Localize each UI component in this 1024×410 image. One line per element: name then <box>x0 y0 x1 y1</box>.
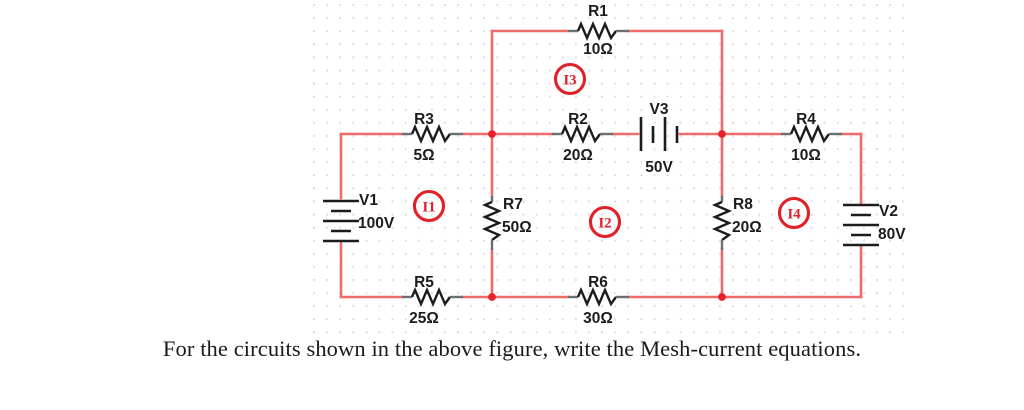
label-R1-name: R1 <box>588 3 608 20</box>
circuit-schematic: I3 I1 I2 I4 R1 10Ω R3 5Ω R2 <box>323 3 906 327</box>
resistor-R1-symbol <box>568 20 629 42</box>
label-R2-value: 20Ω <box>563 147 593 164</box>
resistor-R2-symbol <box>552 123 613 145</box>
label-R6-value: 30Ω <box>583 310 613 327</box>
mesh-current-I1: I1 <box>412 189 446 223</box>
figure-caption: For the circuits shown in the above figu… <box>162 336 862 361</box>
label-R1-value: 10Ω <box>583 41 613 58</box>
label-V2-name: V2 <box>879 203 898 220</box>
mesh-current-I2-label: I2 <box>598 216 611 232</box>
resistor-R4-symbol <box>781 123 842 145</box>
label-R8-value: 20Ω <box>732 219 762 236</box>
mesh-current-I3: I3 <box>553 62 587 96</box>
label-V1-name: V1 <box>359 192 378 209</box>
label-R6-name: R6 <box>588 274 608 291</box>
mesh-current-I2-ring <box>588 205 622 239</box>
mesh-current-I2: I2 <box>588 205 622 239</box>
node-mid-right <box>718 130 726 138</box>
node-bottom-left <box>488 293 496 301</box>
grid-background <box>313 0 911 336</box>
resistor-R4-zigzag <box>789 123 830 145</box>
resistor-R3-zigzag <box>410 123 451 145</box>
source-V2-symbol <box>843 203 879 247</box>
mesh-current-I3-label: I3 <box>563 73 576 89</box>
mesh-current-I1-label: I1 <box>422 200 435 216</box>
component-labels: R1 10Ω R3 5Ω R2 20Ω V3 50V R4 10Ω V1 100… <box>358 3 906 327</box>
label-R8-name: R8 <box>733 196 753 213</box>
mesh-current-I1-ring <box>412 189 446 223</box>
resistor-R2-zigzag <box>560 123 601 145</box>
junction-nodes <box>488 130 726 301</box>
source-group <box>323 117 879 247</box>
resistor-R6-zigzag <box>576 286 617 308</box>
label-R2-name: R2 <box>568 111 588 128</box>
label-V1-value: 100V <box>358 215 395 232</box>
resistor-R3-symbol <box>402 123 463 145</box>
label-V3-value: 50V <box>645 159 673 176</box>
label-V2-value: 80V <box>878 226 906 243</box>
mesh-current-I4-ring <box>777 196 811 230</box>
label-R3-name: R3 <box>414 111 434 128</box>
resistor-R5-symbol <box>402 286 463 308</box>
node-mid-left <box>488 130 496 138</box>
label-R4-value: 10Ω <box>791 147 821 164</box>
source-V1-symbol <box>323 199 359 243</box>
label-R7-value: 50Ω <box>502 219 532 236</box>
resistor-R8-symbol <box>711 196 733 250</box>
label-R4-name: R4 <box>796 111 816 128</box>
resistor-R6-symbol <box>568 286 629 308</box>
label-R5-name: R5 <box>414 274 434 291</box>
label-R3-value: 5Ω <box>413 147 434 164</box>
resistor-R5-zigzag <box>410 286 451 308</box>
mesh-current-I4-label: I4 <box>787 207 801 223</box>
label-V3-name: V3 <box>650 101 669 118</box>
mesh-current-group: I3 I1 I2 I4 <box>412 62 811 239</box>
label-R7-name: R7 <box>503 196 523 213</box>
mesh-current-I3-ring <box>553 62 587 96</box>
resistor-R7-zigzag <box>481 200 503 241</box>
resistor-group <box>402 20 842 308</box>
resistor-R8-zigzag <box>711 200 733 241</box>
node-bottom-right <box>718 293 726 301</box>
resistor-R7-symbol <box>481 196 503 250</box>
resistor-R1-zigzag <box>576 20 617 42</box>
label-R5-value: 25Ω <box>409 310 439 327</box>
wire-network <box>339 29 863 299</box>
mesh-current-I4: I4 <box>777 196 811 230</box>
source-V3-symbol <box>639 117 679 151</box>
